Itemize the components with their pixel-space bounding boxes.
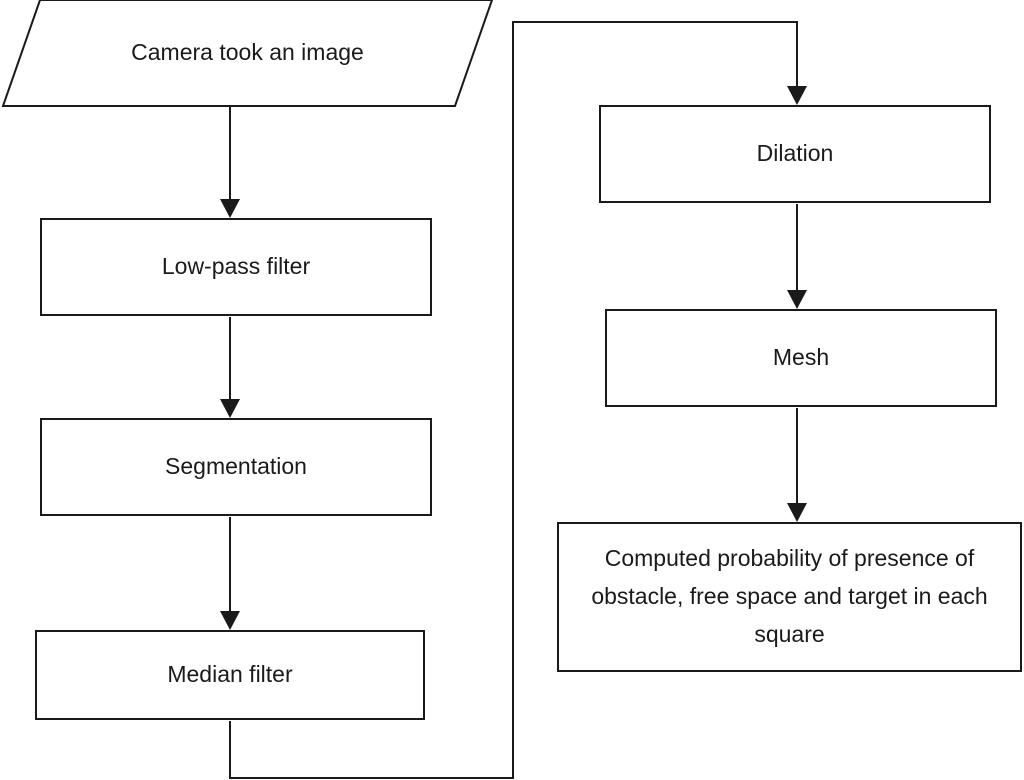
start-node-shape (1, 0, 494, 107)
start-node-label: Camera took an image (100, 30, 395, 74)
arrowhead-median-to-dilation (787, 86, 807, 105)
node-median-filter: Median filter (35, 630, 425, 720)
node-median-filter-label: Median filter (167, 661, 293, 688)
arrow-median-to-dilation (229, 21, 798, 779)
node-segmentation-label: Segmentation (165, 453, 307, 480)
arrowhead-lowpass-to-segmentation (220, 399, 240, 418)
node-low-pass-filter-label: Low-pass filter (161, 253, 311, 280)
node-computed-probability-label: Computed probability of presence of obst… (591, 545, 988, 647)
arrowhead-mesh-to-computed (787, 503, 807, 522)
arrowhead-start-to-lowpass (220, 199, 240, 218)
node-dilation: Dilation (599, 105, 991, 203)
arrowhead-dilation-to-mesh (787, 290, 807, 309)
start-node-text: Camera took an image (131, 38, 364, 65)
node-dilation-label: Dilation (756, 140, 834, 167)
node-low-pass-filter: Low-pass filter (40, 218, 432, 316)
node-computed-probability: Computed probability of presence of obst… (557, 522, 1022, 672)
node-mesh-label: Mesh (772, 344, 830, 371)
node-mesh: Mesh (605, 309, 997, 407)
arrowhead-segmentation-to-median (220, 611, 240, 630)
node-segmentation: Segmentation (40, 418, 432, 516)
